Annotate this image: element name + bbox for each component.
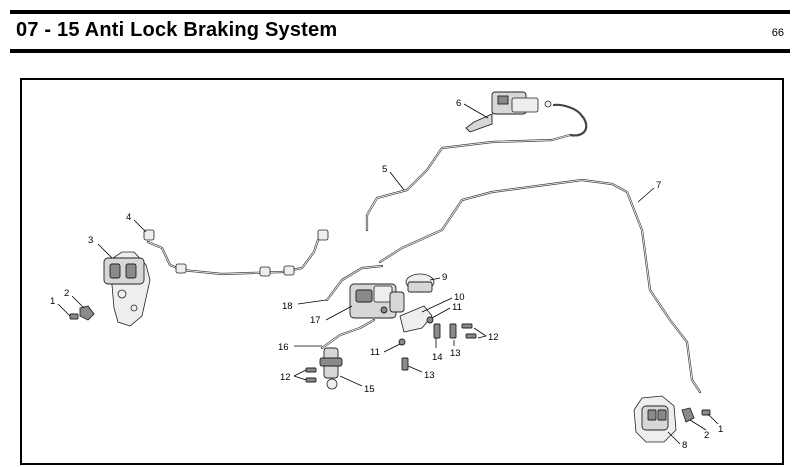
rear-bolt-1 [701,409,711,416]
abs-bracket-9 [405,273,435,293]
callout-2-left: 2 [64,288,69,299]
rear-caliper-8 [633,395,677,443]
callout-14: 14 [432,352,443,363]
fastener-13 [449,323,457,339]
page-number: 66 [771,27,784,39]
page-title: 07 - 15 Anti Lock Braking System [16,19,338,41]
brake-pipe-7 [378,178,702,394]
callout-12-left: 12 [280,372,291,383]
callout-13-b: 13 [424,370,435,381]
header-bottom-rule [10,49,790,53]
header-top-rule [10,10,790,14]
callout-8: 8 [682,440,687,451]
abs-mount-bracket-10 [399,305,433,333]
front-bolt-1 [69,313,79,320]
callout-4: 4 [126,212,131,223]
brake-pipe-16 [320,318,376,350]
callout-17: 17 [310,315,321,326]
abs-hydraulic-unit-17 [349,283,405,319]
callout-5: 5 [382,164,387,175]
brake-pipe-5 [365,103,588,232]
rear-sensor-2 [681,407,695,423]
callout-16: 16 [278,342,289,353]
callout-12-right: 12 [488,332,499,343]
callout-13-a: 13 [450,348,461,359]
fastener-12-right [461,323,477,339]
front-caliper-3 [103,229,155,327]
callout-18: 18 [282,301,293,312]
callout-9: 9 [442,272,447,283]
master-cylinder-6 [465,91,552,133]
callout-1-left: 1 [50,296,55,307]
callout-7: 7 [656,180,661,191]
callout-11-a: 11 [452,302,462,313]
exploded-parts-diagram: 1 2 3 4 5 6 7 8 9 10 11 11 12 12 13 13 1… [20,78,784,465]
front-sensor-2 [79,305,95,321]
callout-2-right: 2 [704,430,709,441]
callout-10: 10 [454,292,465,303]
fastener-11 [426,316,434,324]
fastener-12-left [305,367,317,383]
fastener-14 [433,323,441,339]
brake-pipe-18 [325,264,384,302]
callout-11-b: 11 [370,347,380,358]
callout-3: 3 [88,235,93,246]
rear-sensor-15 [319,347,343,390]
fastener-13b [401,357,409,371]
callout-6: 6 [456,98,461,109]
fastener-11b [398,338,406,346]
callout-1-right: 1 [718,424,723,435]
callout-15: 15 [364,384,375,395]
brake-pipe-4 [146,229,329,277]
